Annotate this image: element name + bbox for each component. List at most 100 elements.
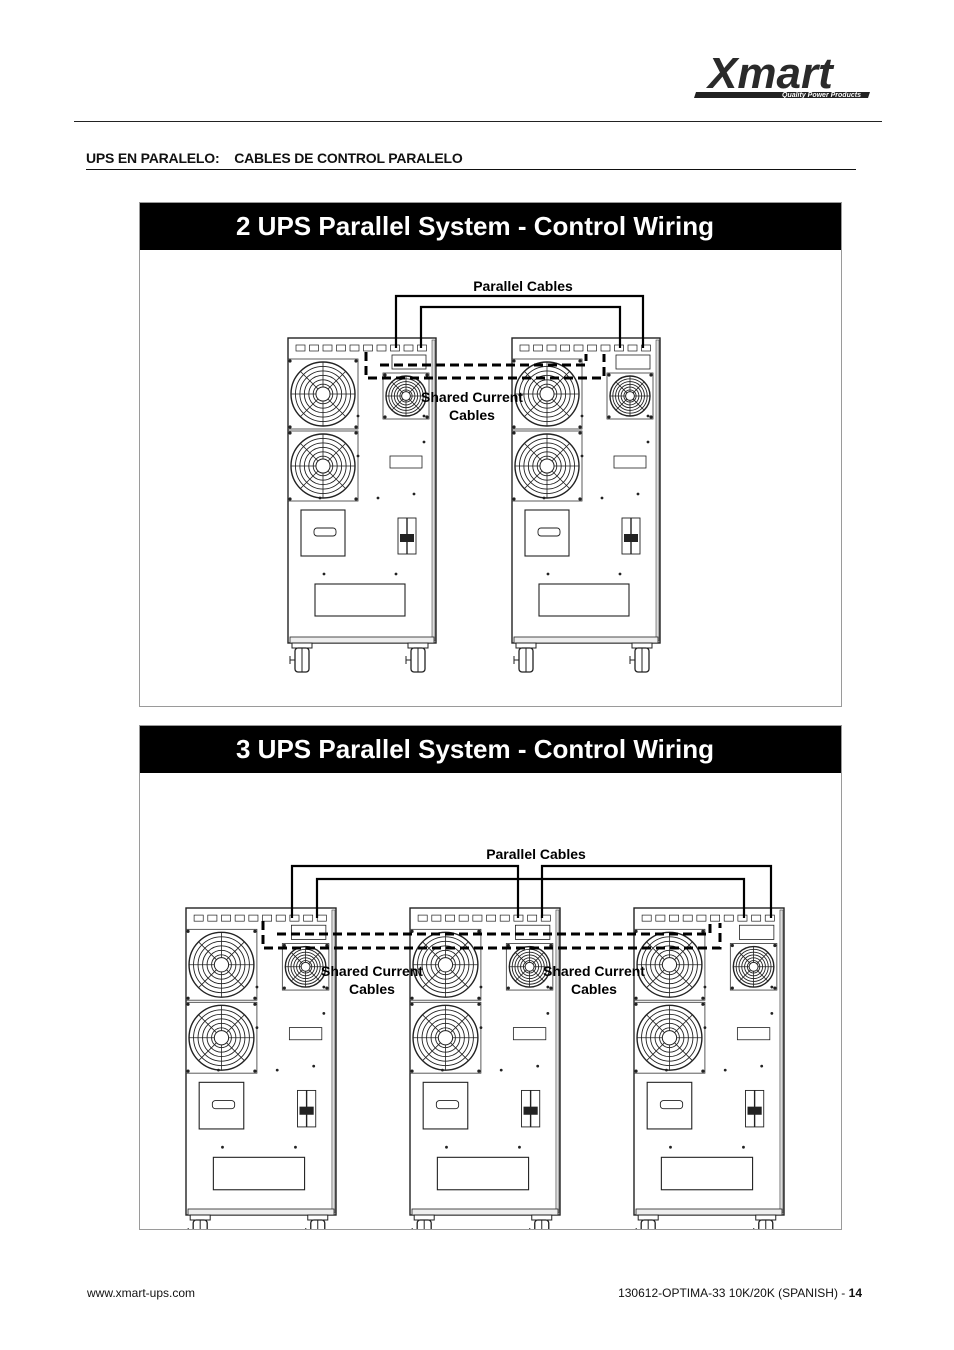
footer-separator: - [841,1286,846,1300]
screw [703,985,707,989]
port-connector [669,914,679,922]
caster-wheel [635,1214,659,1229]
ups-cabinet [185,907,337,1229]
cooling-fan [511,430,583,502]
screw [394,572,398,576]
port-connector [363,344,373,352]
screw [518,1145,521,1149]
port-connector [234,914,245,922]
port-connector [696,914,707,922]
shared-current-label-2: Cables [449,407,495,423]
port-connector [627,344,638,352]
display-panel [615,354,651,370]
screw [542,496,546,500]
screw [322,985,326,989]
port-connector [486,914,496,922]
cooling-fan [409,928,482,1001]
shared-current-cable [261,921,722,950]
port-connector [322,344,333,352]
bottom-cover [660,1156,754,1191]
display-panel [515,924,551,940]
port-connector [600,344,611,352]
cooling-fan [382,372,430,420]
port-connector [499,914,510,922]
screw [294,1145,297,1149]
screw [356,454,360,458]
ups-cabinet [409,907,561,1229]
diagram-3ups-title: 3 UPS Parallel System - Control Wiring [140,726,841,773]
port-connector [207,914,218,922]
shared-current-label-2: Cables [349,981,395,997]
parallel-cable [419,305,622,348]
port-connector [710,914,720,922]
cooling-fan [633,928,706,1001]
cooling-fan [633,1001,706,1074]
screw [322,572,326,576]
cooling-fan [511,358,583,430]
parallel-cables-label: Parallel Cables [486,846,586,862]
cooling-fan [287,430,359,502]
shared-current-label: Shared Current [543,963,645,979]
port-connector [458,914,469,922]
screw [412,492,416,496]
screw [422,414,426,418]
screw [445,1145,448,1149]
parallel-cable [394,294,645,348]
screw [760,1064,764,1068]
port-connector [248,914,259,922]
screw [618,572,622,576]
caster-wheel [629,642,653,673]
diagram-2ups-title: 2 UPS Parallel System - Control Wiring [140,203,841,250]
ups-cabinet [633,907,785,1229]
footer-doc-ref: 130612-OPTIMA-33 10K/20K (SPANISH) - 14 [618,1286,862,1300]
caster-wheel [289,642,313,673]
shared-current-cable [380,354,588,367]
caster-wheel [405,642,429,673]
shared-current-cable [277,923,712,936]
screw [479,1026,483,1029]
port-connector [445,914,455,922]
port-connector [641,344,651,352]
parallel-cable [290,864,520,918]
port-connector [587,344,597,352]
port-connector [403,344,414,352]
screw [703,1026,707,1029]
svg-text:Quality Power Products: Quality Power Products [782,92,861,99]
port-connector [546,344,557,352]
section-title-sub: CABLES DE CONTROL PARALELO [234,150,463,166]
screw [441,1068,444,1072]
ups-cabinet [287,337,437,673]
port-connector [472,914,483,922]
caster-wheel [513,642,537,673]
xmart-logo: Xmart Quality Power Products [694,52,870,99]
shared-current-cable [364,352,606,380]
bottom-cover [436,1156,530,1191]
section-title-main: UPS EN PARALELO: [86,150,220,166]
footer-website: www.xmart-ups.com [87,1286,196,1300]
port-connector [655,914,666,922]
screw [479,985,483,989]
shared-current-label-2: Cables [571,981,617,997]
screw [499,1068,503,1072]
screw [255,985,259,989]
screw [318,496,322,500]
terminal-plate [389,455,423,469]
port-connector [519,344,530,352]
caster-wheel [187,1214,211,1229]
cooling-fan [606,372,654,420]
ups-cabinet [511,337,661,673]
screw [312,1064,316,1068]
port-connector [431,914,442,922]
cooling-fan [281,943,330,991]
port-connector [221,914,231,922]
display-panel [391,354,427,370]
port-connector [376,344,387,352]
cooling-fan [185,928,258,1001]
screw [580,454,584,458]
port-connector [336,344,346,352]
screw [217,1068,220,1072]
screw [536,1064,540,1068]
screw [376,496,380,500]
